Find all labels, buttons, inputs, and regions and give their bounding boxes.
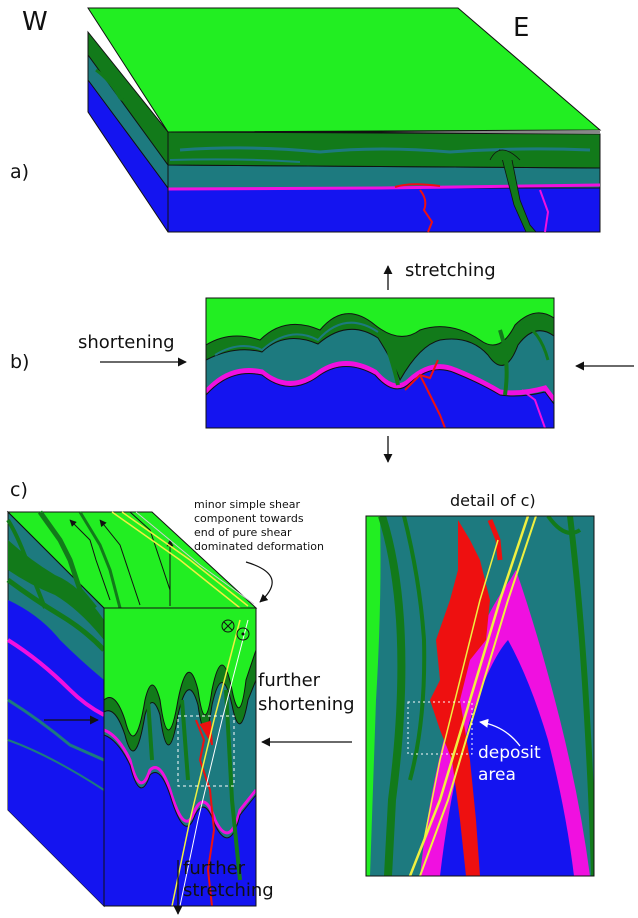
minor-shear-text-3: end of pure shear: [194, 526, 292, 539]
panel-b-label: b): [10, 351, 29, 373]
panel-a-label: a): [10, 161, 29, 183]
minor-shear-text-1: minor simple shear: [194, 498, 301, 511]
panel-c-block: [6, 510, 258, 908]
panel-a-block: [87, 7, 602, 233]
further-shortening-text-1: further: [258, 670, 321, 691]
west-label: W: [22, 7, 48, 37]
further-shortening-text-2: shortening: [258, 694, 355, 715]
minor-shear-text-4: dominated deformation: [194, 540, 324, 553]
deposit-text-1: deposit: [478, 743, 541, 763]
detail-title: detail of c): [450, 491, 536, 510]
deposit-text-2: area: [478, 765, 516, 785]
further-stretching-text-2: stretching: [183, 880, 274, 901]
shear-callout-arrow: [245, 561, 273, 603]
shortening-label: shortening: [78, 332, 175, 353]
detail-panel: deposit area: [365, 515, 595, 877]
panel-a-top-surface: [87, 7, 602, 133]
east-label: E: [513, 13, 529, 43]
stretching-label: stretching: [405, 260, 496, 281]
further-stretching-text-1: further: [183, 858, 246, 879]
panel-c-label: c): [10, 479, 28, 501]
minor-shear-text-2: component towards: [194, 512, 304, 525]
panel-b-section: [205, 297, 555, 429]
